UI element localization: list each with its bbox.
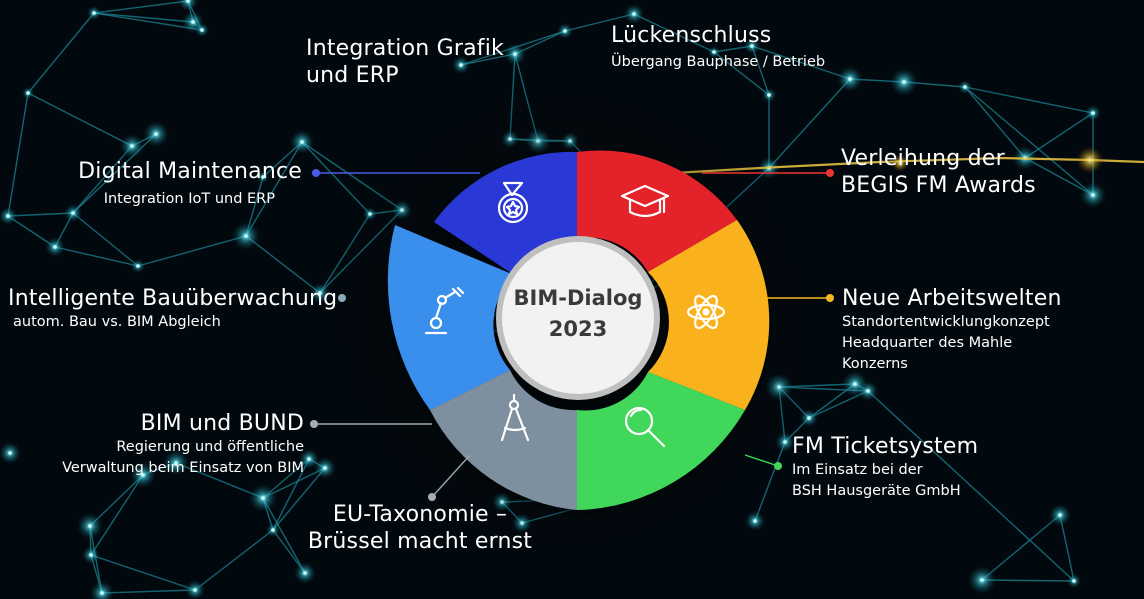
segment-taxonomie[interactable] — [430, 370, 577, 510]
label-lueckenschluss-sub: Übergang Bauphase / Betrieb — [611, 54, 826, 70]
label-integration-title: Integration Grafik — [306, 36, 504, 61]
label-awards-title: Verleihung der — [841, 146, 1005, 171]
label-ticketsystem: FM Ticketsystem Im Einsatz bei der BSH H… — [792, 433, 978, 502]
atom-icon — [686, 294, 726, 330]
label-bauueberwachung-sub: autom. Bau vs. BIM Abgleich — [13, 314, 221, 330]
dot-awards — [826, 169, 834, 177]
robot-arm-icon — [424, 286, 465, 335]
medal-icon — [497, 181, 529, 224]
segment-bauueberwachung[interactable] — [387, 225, 514, 410]
label-bauueberwachung: Intelligente Bauüberwachung autom. Bau v… — [8, 285, 337, 333]
label-arbeitswelten-sub2: Headquarter des Mahle — [842, 335, 1013, 351]
label-ticketsystem-sub2: BSH Hausgeräte GmbH — [792, 483, 961, 499]
label-taxonomie-title: EU-Taxonomie – — [332, 502, 508, 527]
label-taxonomie-title2: Brüssel macht ernst — [307, 529, 533, 554]
dot-bund — [310, 420, 318, 428]
label-lueckenschluss: Lückenschluss Übergang Bauphase / Betrie… — [611, 22, 825, 73]
magnifier-icon — [624, 406, 666, 448]
label-digital-maintenance-title: Digital Maintenance — [78, 159, 302, 184]
label-bund: BIM und BUND Regierung und öffentliche V… — [62, 410, 304, 479]
label-arbeitswelten-sub1: Standortentwicklungkonzept — [842, 314, 1050, 330]
center-disc — [502, 242, 654, 394]
segment-ticketsystem[interactable] — [577, 372, 745, 510]
label-bund-title: BIM und BUND — [140, 411, 304, 436]
label-digital-maintenance-sub: Integration IoT und ERP — [103, 191, 275, 207]
segment-awards[interactable] — [577, 150, 737, 272]
label-bund-sub2: Verwaltung beim Einsatz von BIM — [62, 460, 304, 476]
label-lueckenschluss-title: Lückenschluss — [611, 23, 772, 48]
label-taxonomie: EU-Taxonomie – Brüssel macht ernst — [290, 501, 550, 555]
dot-digital-maintenance — [312, 169, 320, 177]
label-arbeitswelten-sub3: Konzerns — [842, 356, 908, 372]
dot-arbeitswelten — [826, 294, 834, 302]
dot-ticketsystem — [774, 462, 782, 470]
label-bauueberwachung-title: Intelligente Bauüberwachung — [8, 286, 338, 311]
label-arbeitswelten: Neue Arbeitswelten Standortentwicklungko… — [842, 285, 1062, 375]
center-title: BIM-Dialog 2023 — [507, 283, 649, 345]
compass-icon — [500, 393, 530, 442]
label-ticketsystem-title: FM Ticketsystem — [792, 434, 979, 459]
label-integration: Integration Grafik und ERP — [306, 35, 504, 89]
label-ticketsystem-sub1: Im Einsatz bei der — [792, 462, 923, 478]
graduation-cap-icon — [620, 184, 670, 218]
label-digital-maintenance: Digital Maintenance Integration IoT und … — [78, 158, 302, 210]
label-awards: Verleihung der BEGIS FM Awards — [841, 145, 1036, 199]
dot-bauueberwachung — [338, 294, 346, 302]
label-integration-title2: und ERP — [306, 63, 399, 88]
dot-taxonomie — [428, 493, 436, 501]
segment-neue-arbeitswelten[interactable] — [648, 220, 770, 410]
center-title-line1: BIM-Dialog — [513, 286, 643, 310]
label-arbeitswelten-title: Neue Arbeitswelten — [842, 286, 1062, 311]
center-title-line2: 2023 — [548, 317, 608, 341]
label-bund-sub1: Regierung und öffentliche — [116, 439, 304, 455]
label-awards-title2: BEGIS FM Awards — [841, 173, 1036, 198]
